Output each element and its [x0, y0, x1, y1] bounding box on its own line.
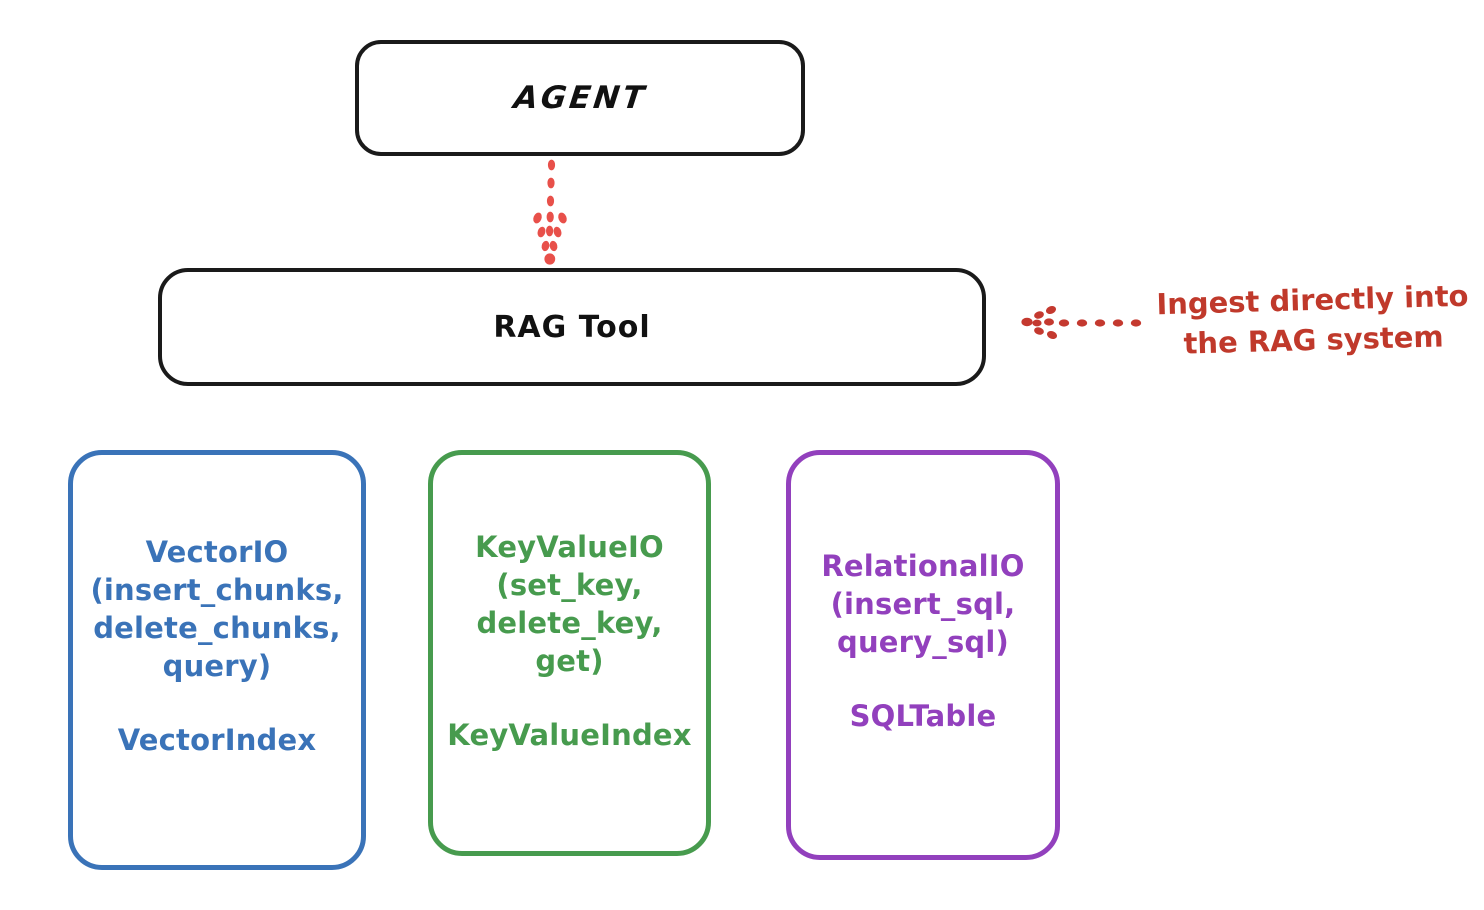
node-vector-io-index: VectorIndex — [117, 723, 317, 757]
node-agent[interactable]: AGENT — [355, 40, 805, 156]
node-relational-io-content: RelationalIO (insert_sql, query_sql) SQL… — [821, 547, 1024, 735]
connector-agent-to-rag-tool-arrow-icon — [533, 159, 567, 265]
node-vector-io[interactable]: VectorIO (insert_chunks, delete_chunks, … — [68, 450, 366, 870]
node-rag-tool-label: RAG Tool — [493, 309, 651, 345]
annotation-ingest-note: Ingest directly into the RAG system — [1155, 278, 1469, 361]
node-rag-tool[interactable]: RAG Tool — [158, 268, 986, 386]
node-key-value-io-api: KeyValueIO (set_key, delete_key, get) — [475, 530, 664, 678]
node-vector-io-api: VectorIO (insert_chunks, delete_chunks, … — [90, 535, 344, 683]
node-key-value-io[interactable]: KeyValueIO (set_key, delete_key, get) Ke… — [428, 450, 711, 856]
node-key-value-io-content: KeyValueIO (set_key, delete_key, get) Ke… — [441, 528, 698, 754]
node-relational-io[interactable]: RelationalIO (insert_sql, query_sql) SQL… — [786, 450, 1060, 860]
connector-ingest-note-arrow-icon — [1021, 305, 1142, 340]
node-agent-label: AGENT — [511, 80, 649, 116]
node-key-value-io-index: KeyValueIndex — [447, 718, 692, 752]
node-vector-io-content: VectorIO (insert_chunks, delete_chunks, … — [90, 533, 343, 759]
node-relational-io-api: RelationalIO (insert_sql, query_sql) — [821, 549, 1025, 659]
node-relational-io-index: SQLTable — [849, 699, 997, 733]
